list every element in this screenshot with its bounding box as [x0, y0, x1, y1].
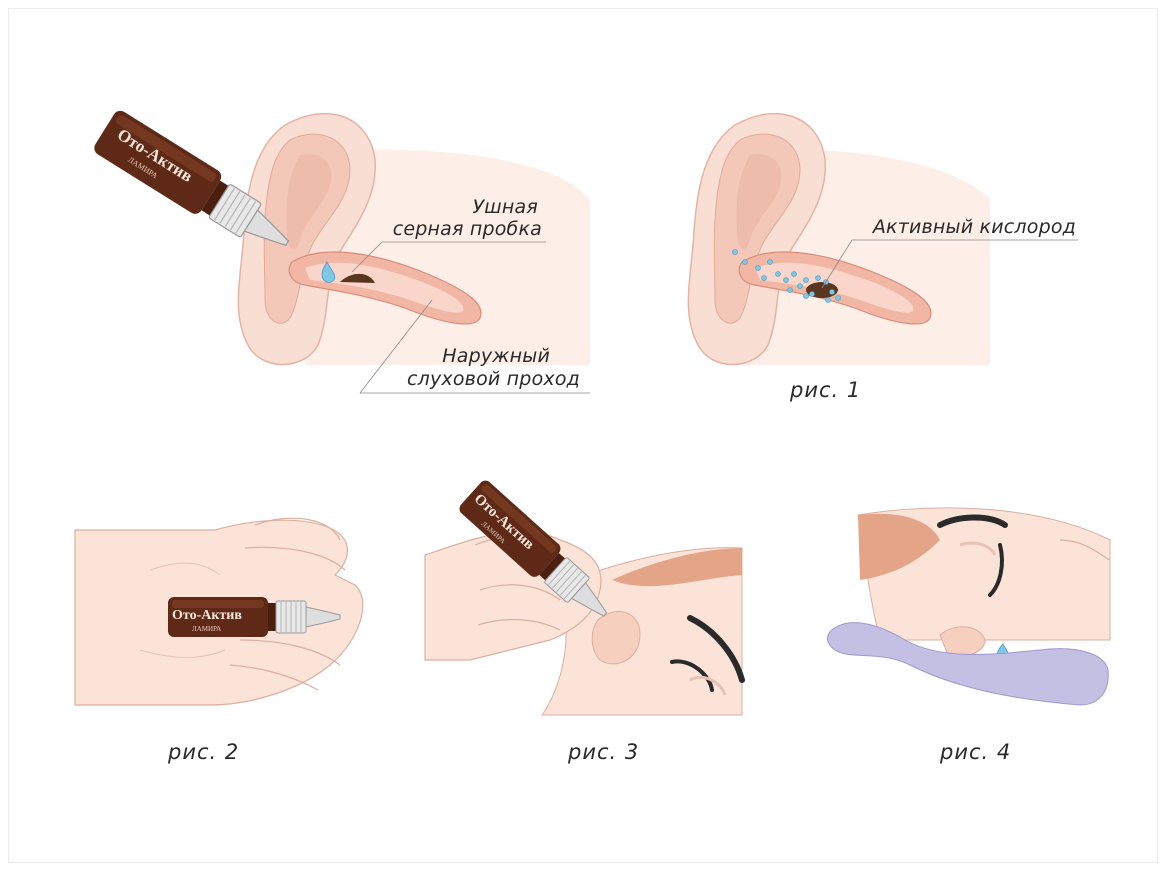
caption-fig3: рис. 3 — [568, 740, 639, 764]
ear-right-illustration — [688, 114, 1078, 365]
earwax-plug-label-line1: Ушная — [420, 196, 538, 218]
caption-fig4: рис. 4 — [940, 740, 1011, 764]
earwax-plug-label-line2: серная пробка — [380, 218, 542, 240]
bottle2-brand-text: Ото-Актив — [172, 608, 242, 623]
active-oxygen-label: Активный кислород — [850, 216, 1076, 238]
ear-canal-label-line1: Наружный — [420, 345, 550, 367]
bottle2-maker-text: ЛАМИРА — [192, 625, 221, 633]
ear-canal-label-line2: слуховой проход — [380, 368, 580, 390]
lying-down-illustration — [827, 508, 1110, 705]
applying-drops-illustration — [425, 532, 742, 715]
caption-fig1: рис. 1 — [790, 378, 861, 402]
caption-fig2: рис. 2 — [168, 740, 239, 764]
